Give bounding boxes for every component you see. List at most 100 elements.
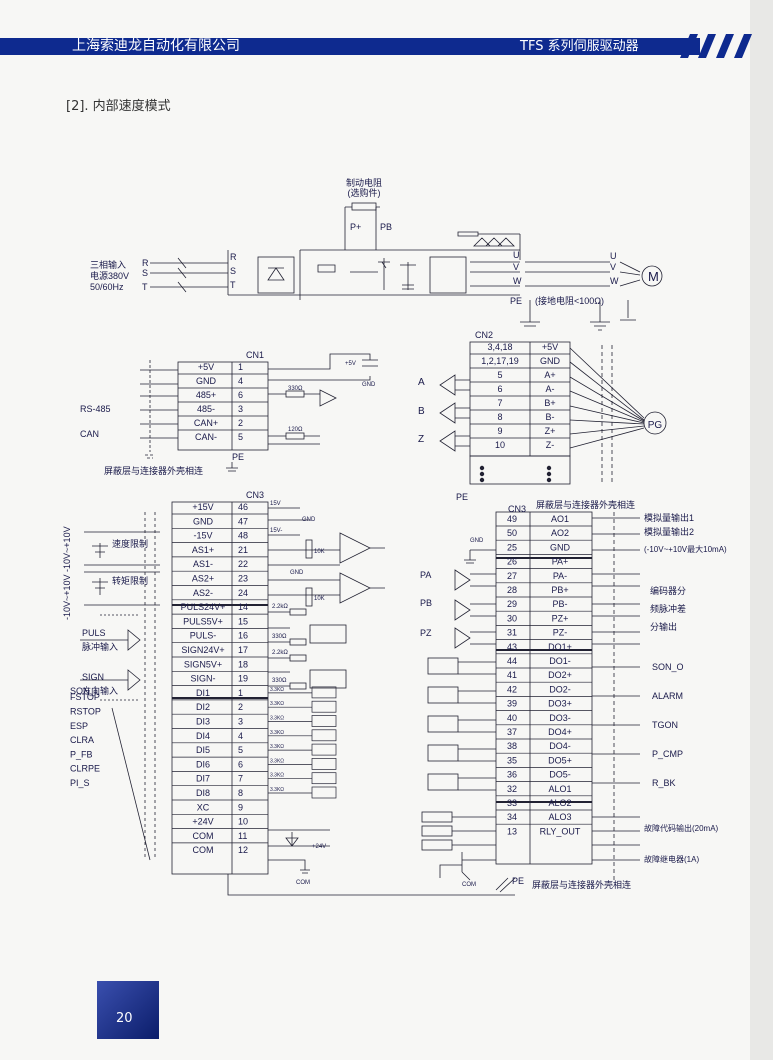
cn3-left-signal-4: AS1+ — [192, 545, 214, 555]
cn3-left-signal-19: DI6 — [196, 759, 210, 769]
cn3-right-signal-4: PA+ — [552, 557, 569, 567]
plus24v-small-label: +24V — [312, 844, 326, 850]
company-name: 上海索迪龙自动化有限公司 — [72, 38, 240, 54]
shield-note-bottom: 屏蔽层与连接器外壳相连 — [532, 879, 631, 890]
cn1-gnd-label: GND — [362, 382, 376, 388]
cn3-left-signal-14: DI1 — [196, 688, 210, 698]
inverter-block — [429, 256, 467, 294]
cn3-left-pin-16: 3 — [238, 717, 243, 727]
cn3-left-signal-13: SIGN- — [190, 674, 215, 684]
cn3-left-signal-12: SIGN5V+ — [184, 659, 222, 669]
fault-relay-label: 故障继电器(1A) — [644, 854, 699, 864]
pe-label-power: PE — [510, 296, 522, 306]
header-stripes — [680, 34, 752, 58]
speed-limit-label: 速度限制 — [112, 538, 148, 549]
cn3-left-signal-11: SIGN24V+ — [181, 645, 224, 655]
cn3-right-signal-10: DO1+ — [548, 642, 572, 652]
cn1-signal-3: 485+ — [196, 390, 216, 400]
cn3-left-signal-21: DI8 — [196, 788, 210, 798]
cn2-pin-8: 10 — [495, 440, 505, 450]
cn3-left-signal-2: GND — [193, 516, 214, 526]
di-optocoupler-4 — [311, 729, 337, 742]
do-output-label-2: ALARM — [652, 691, 683, 701]
cn3-left-signal-20: DI7 — [196, 774, 210, 784]
cn3-right-pin-10: 43 — [507, 642, 517, 652]
cn3-right-signal-2: AO2 — [551, 528, 569, 538]
di-resistor-label-8: 3.3KΩ — [270, 787, 284, 793]
pulse-resistor-22k-1: 2.2kΩ — [272, 604, 288, 610]
do-optocoupler-2 — [427, 686, 459, 704]
cn1-pin-1: 1 — [238, 362, 243, 372]
cn2-pin-5: 7 — [497, 398, 502, 408]
cn3-left-signal-17: DI4 — [196, 731, 210, 741]
page-number: 20 — [116, 1011, 133, 1026]
cn3-right-signal-11: DO1- — [549, 656, 571, 666]
cn3-right-pin-16: 37 — [507, 727, 517, 737]
cn3-right-signal-3: GND — [550, 542, 571, 552]
di-resistor-label-4: 3.3KΩ — [270, 730, 284, 736]
terminal-u-label: U — [513, 250, 520, 260]
cn2-pin-6: 8 — [497, 412, 502, 422]
cn2-signal-4: A- — [546, 384, 555, 394]
cn3-left-signal-6: AS2+ — [192, 574, 214, 584]
cn3-right-pin-15: 40 — [507, 713, 517, 723]
page-edge-shadow — [750, 0, 773, 1060]
ground-note: (接地电阻<100Ω) — [535, 295, 604, 306]
cn3-left-pin-20: 7 — [238, 774, 243, 784]
cn3-right-signal-19: DO5- — [549, 770, 571, 780]
cn3-left-pin-1: 46 — [238, 502, 248, 512]
analog-out1-label: 模拟量输出1 — [644, 512, 694, 523]
cn1-resistor-120-label: 120Ω — [288, 427, 303, 433]
analog-out2-label: 模拟量输出2 — [644, 526, 694, 537]
di-resistor-label-3: 3.3KΩ — [270, 716, 284, 722]
voltage-range-label: -10V~+10V -10V~+10V — [62, 526, 72, 620]
com-small-label-left: COM — [296, 880, 310, 886]
cn3-right-signal-15: DO3- — [549, 713, 571, 723]
di-resistor-label-2: 3.3KΩ — [270, 701, 284, 707]
pe-label-cn3: PE — [456, 492, 468, 502]
cn3-left-signal-18: DI5 — [196, 745, 210, 755]
do-optocoupler-4 — [427, 744, 459, 762]
pa-label: PA — [420, 570, 431, 580]
cn3-left-pin-2: 47 — [238, 516, 248, 526]
di-input-label-5: CLRA — [70, 735, 94, 745]
cn1-signal-4: 485- — [197, 404, 215, 414]
cn3-left-pin-22: 9 — [238, 802, 243, 812]
cn3-right-pin-23: 13 — [507, 826, 517, 836]
terminal-v-label: V — [513, 262, 519, 272]
cn1-signal-2: GND — [196, 376, 217, 386]
fault-code-label: 故障代码输出(20mA) — [644, 823, 719, 833]
cn3-left-pin-25: 12 — [238, 845, 248, 855]
cn2-pin-3: 5 — [497, 370, 502, 380]
motor-u-label: U — [610, 251, 617, 261]
cn3-left-signal-23: +24V — [192, 817, 213, 827]
channel-a-label: A — [418, 377, 425, 388]
cn3-left-signal-25: COM — [193, 845, 214, 855]
cn3-right-signal-6: PB+ — [551, 585, 568, 595]
pb-label: PB — [420, 598, 432, 608]
cn3-left-signal-10: PULS- — [190, 631, 217, 641]
di-input-label-6: P_FB — [70, 749, 93, 759]
cn1-pin-6: 5 — [238, 432, 243, 442]
terminal-pb-label: PB — [380, 222, 392, 232]
rectifier-block — [257, 256, 295, 294]
cn3-left-signal-9: PULS5V+ — [183, 616, 223, 626]
cn3-right-box — [495, 511, 593, 865]
cn3-right-signal-21: ALO2 — [548, 798, 571, 808]
di-optocoupler-6 — [311, 758, 337, 770]
com-small-label-right: COM — [462, 882, 476, 888]
terminal-s-label: S — [230, 266, 236, 276]
di-input-label-1: SON_I — [70, 686, 97, 696]
cn3-left-pin-6: 23 — [238, 574, 248, 584]
header-band — [0, 38, 700, 55]
encoder-divider-label-2: 频脉冲差 — [650, 603, 686, 614]
cn1-pin-4: 3 — [238, 404, 243, 414]
cn3-right-pin-1: 49 — [507, 514, 517, 524]
pe-label-bottom: PE — [512, 876, 524, 886]
di-input-label-8: PI_S — [70, 778, 90, 788]
analog-range-label: (-10V~+10V最大10mA) — [644, 544, 727, 554]
sign-label: SIGN — [82, 672, 104, 682]
di-resistor-label-7: 3.3KΩ — [270, 773, 284, 779]
cn3-right-pin-21: 33 — [507, 798, 517, 808]
